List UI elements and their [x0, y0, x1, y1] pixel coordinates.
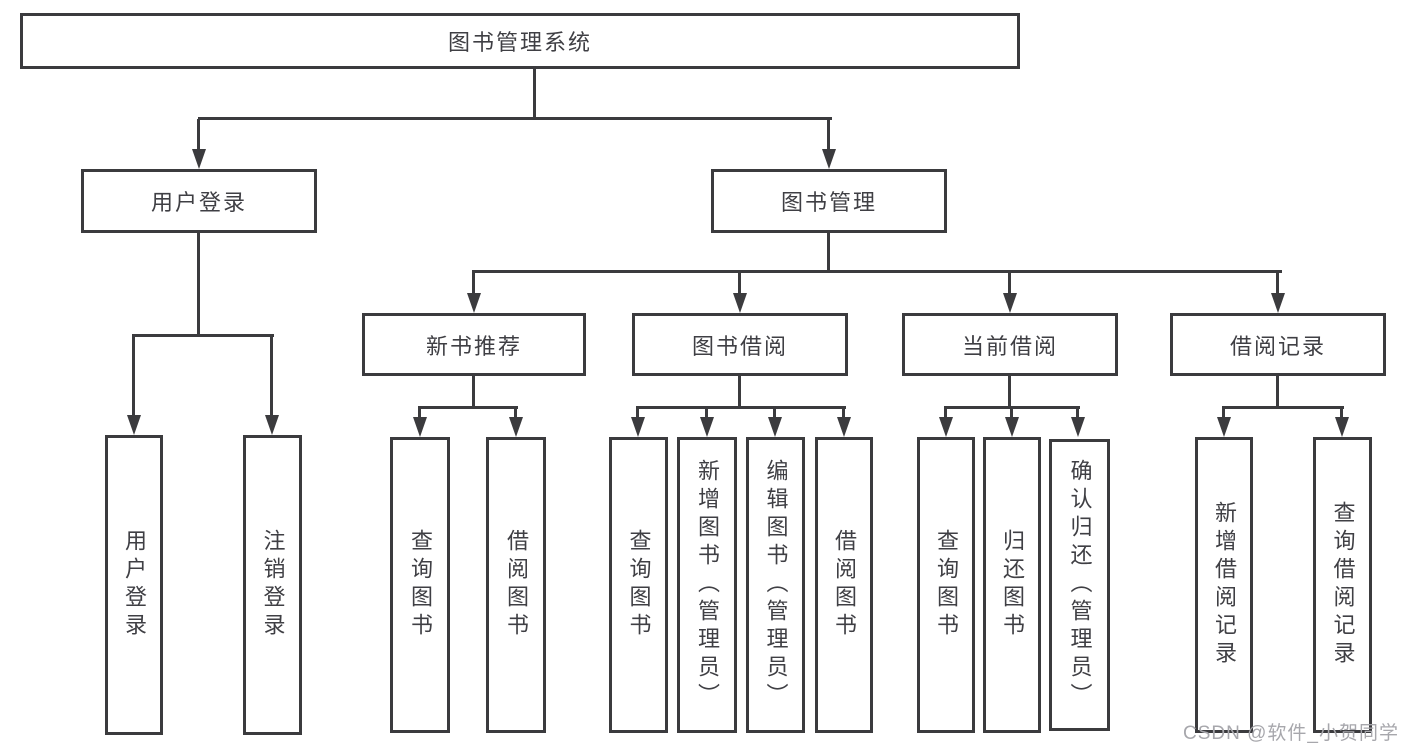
leaf-return-books: 归还图书: [983, 437, 1041, 733]
connector-line: [472, 272, 475, 295]
arrow-down-icon: [939, 417, 953, 437]
leaf-add-books-admin: 新增图书（管理员）: [677, 437, 737, 733]
csdn-watermark: CSDN @软件_小贺同学: [1183, 723, 1399, 744]
leaf-edit-books-admin: 编辑图书（管理员）: [746, 437, 805, 733]
connector-line: [944, 406, 1080, 409]
connector-line: [1222, 408, 1225, 419]
arrow-down-icon: [700, 417, 714, 437]
arrow-down-icon: [467, 293, 481, 313]
arrow-down-icon: [1071, 417, 1085, 437]
leaf-logout: 注销登录: [243, 435, 302, 735]
connector-line: [1276, 376, 1279, 408]
arrow-down-icon: [837, 417, 851, 437]
connector-line: [418, 408, 421, 419]
connector-line: [1008, 376, 1011, 408]
arrow-down-icon: [1335, 417, 1349, 437]
connector-line: [1222, 406, 1344, 409]
leaf-borrow-books: 借阅图书: [486, 437, 546, 733]
leaf-query-books: 查询图书: [917, 437, 975, 733]
node-root: 图书管理系统: [20, 13, 1020, 69]
arrow-down-icon: [413, 417, 427, 437]
connector-line: [197, 233, 200, 336]
node-user-login: 用户登录: [81, 169, 317, 233]
connector-line: [842, 408, 845, 419]
node-book-management: 图书管理: [711, 169, 947, 233]
connector-line: [944, 408, 947, 419]
leaf-confirm-return-admin: 确认归还（管理员）: [1049, 439, 1110, 731]
connector-line: [705, 408, 708, 419]
connector-line: [197, 119, 200, 151]
connector-line: [636, 408, 639, 419]
connector-line: [198, 117, 832, 120]
connector-line: [132, 334, 274, 337]
arrow-down-icon: [127, 415, 141, 435]
arrow-down-icon: [1005, 417, 1019, 437]
connector-line: [472, 376, 475, 408]
connector-line: [738, 272, 741, 295]
connector-line: [1010, 408, 1013, 419]
arrow-down-icon: [509, 417, 523, 437]
arrow-down-icon: [265, 415, 279, 435]
node-borrow-records: 借阅记录: [1170, 313, 1386, 376]
connector-line: [827, 233, 830, 272]
arrow-down-icon: [1003, 293, 1017, 313]
node-book-borrow: 图书借阅: [632, 313, 848, 376]
connector-line: [514, 408, 517, 419]
arrow-down-icon: [1271, 293, 1285, 313]
arrow-down-icon: [192, 149, 206, 169]
connector-line: [636, 406, 846, 409]
leaf-user-login: 用户登录: [105, 435, 163, 735]
leaf-add-borrow-record: 新增借阅记录: [1195, 437, 1253, 733]
connector-line: [1276, 272, 1279, 295]
leaf-query-books: 查询图书: [609, 437, 668, 733]
node-current-borrow: 当前借阅: [902, 313, 1118, 376]
connector-line: [418, 406, 518, 409]
arrow-down-icon: [1217, 417, 1231, 437]
leaf-query-books: 查询图书: [390, 437, 450, 733]
connector-line: [738, 376, 741, 408]
connector-line: [472, 270, 1282, 273]
arrow-down-icon: [822, 149, 836, 169]
leaf-query-borrow-record: 查询借阅记录: [1313, 437, 1372, 733]
connector-line: [1008, 272, 1011, 295]
connector-line: [827, 119, 830, 151]
connector-line: [773, 408, 776, 419]
connector-line: [132, 336, 135, 417]
leaf-borrow-books: 借阅图书: [815, 437, 873, 733]
node-new-book-recommend: 新书推荐: [362, 313, 586, 376]
arrow-down-icon: [631, 417, 645, 437]
connector-line: [270, 336, 273, 417]
connector-line: [533, 69, 536, 119]
connector-line: [1076, 408, 1079, 419]
connector-line: [1340, 408, 1343, 419]
arrow-down-icon: [768, 417, 782, 437]
arrow-down-icon: [733, 293, 747, 313]
